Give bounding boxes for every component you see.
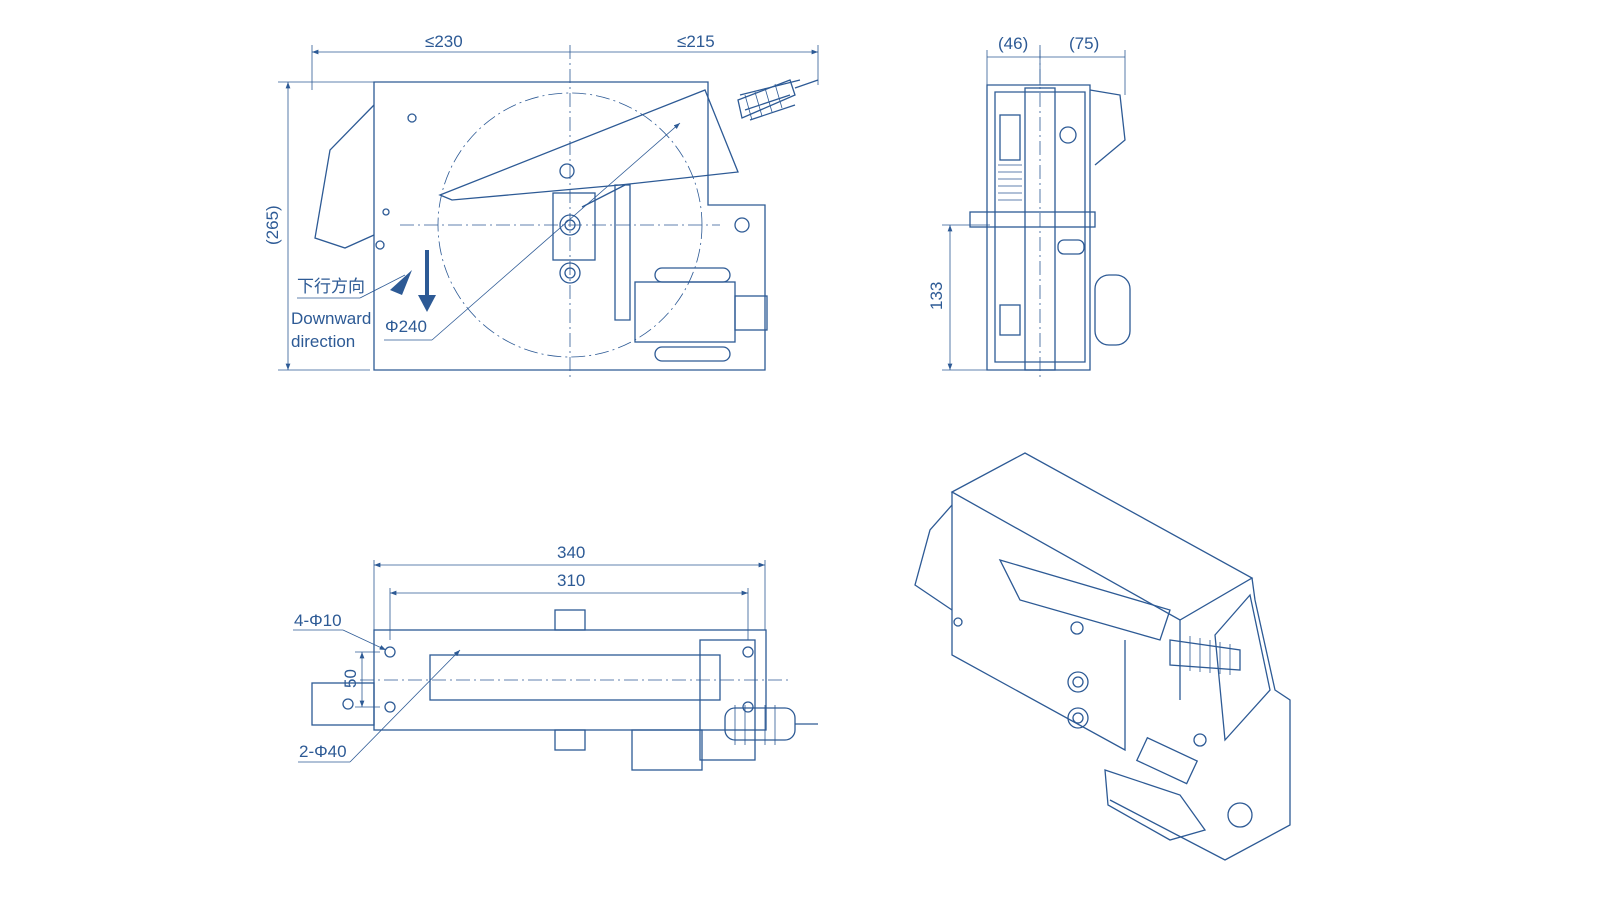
direction-label-cn: 下行方向 [297, 277, 365, 296]
dim-left: (46) [998, 34, 1028, 53]
direction-label-en-1: Downward [291, 309, 371, 328]
dim-height-side: 133 [927, 282, 946, 310]
dim-left-width: ≤230 [425, 32, 463, 51]
direction-label-en-2: direction [291, 332, 355, 351]
large-holes-label: 2-Φ40 [299, 742, 347, 761]
dim-right-width: ≤215 [677, 32, 715, 51]
small-holes-label: 4-Φ10 [294, 611, 342, 630]
front-view: ≤230 ≤215 (265) 下行方向 [263, 32, 819, 380]
spring [737, 79, 819, 121]
bottom-view: 340 310 4-Φ10 50 2-Φ40 [293, 543, 818, 771]
spring-iso [1169, 635, 1241, 675]
isometric-view [914, 452, 1291, 861]
dim-holes: 310 [557, 571, 585, 590]
dim-right: (75) [1069, 34, 1099, 53]
down-arrow-icon [418, 295, 436, 312]
side-view: (46) (75) 133 [927, 34, 1131, 380]
dim-spacing: 50 [341, 669, 360, 688]
dim-height: (265) [263, 205, 282, 245]
sheave-diameter-label: Φ240 [385, 317, 427, 336]
spring-bottom [724, 705, 818, 745]
dim-overall: 340 [557, 543, 585, 562]
